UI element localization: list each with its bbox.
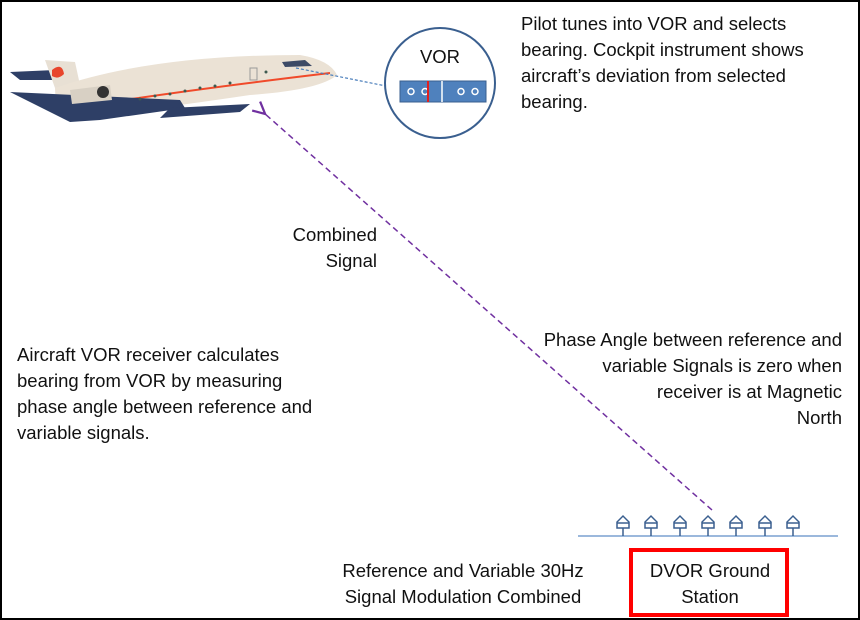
antenna-array-icon [578, 514, 838, 537]
antenna-icon [701, 514, 715, 536]
station-label-2: Station [681, 586, 739, 607]
pilot-note: Pilot tunes into VOR and selects bearing… [521, 13, 804, 112]
phase-note-4: North [796, 407, 842, 428]
vor-instrument [384, 27, 496, 139]
phase-note-2: variable Signals is zero when [602, 355, 842, 376]
modulation-label-2: Signal Modulation Combined [344, 586, 582, 607]
phase-note-3: receiver is at Magnetic [656, 381, 842, 402]
vor-label: VOR [419, 46, 461, 67]
station-label-1: DVOR Ground [649, 560, 771, 581]
combined-signal-arrow [264, 113, 713, 511]
antenna-icon [729, 514, 743, 536]
instrument-link-line [295, 67, 387, 87]
antenna-icon [758, 514, 772, 536]
modulation-label-1: Reference and Variable 30Hz [342, 560, 584, 581]
station-highlight-box [629, 548, 789, 617]
antenna-icon [673, 514, 687, 536]
antenna-icon [616, 514, 630, 536]
receiver-note: Aircraft VOR receiver calculates bearing… [17, 344, 313, 443]
phase-note-1: Phase Angle between reference and [543, 329, 842, 350]
combined-signal-label-2: Signal [325, 250, 377, 271]
combined-signal-label-1: Combined [292, 224, 377, 245]
antenna-icon [644, 514, 658, 536]
aircraft-icon [10, 55, 337, 122]
antenna-icon [786, 514, 800, 536]
